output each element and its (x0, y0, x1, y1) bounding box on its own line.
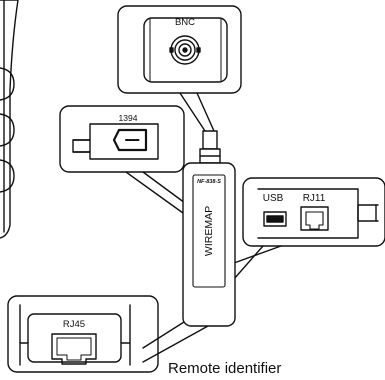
usb-port-icon (263, 211, 287, 227)
bnc-port-panel (143, 17, 228, 83)
remote-identifier-caption: Remote identifier (168, 360, 281, 377)
rj45-port-icon (51, 333, 97, 365)
firewire-port-icon (112, 128, 148, 152)
rj11-label: RJ11 (303, 193, 326, 204)
tester-button-1 (0, 67, 15, 101)
rj11-port-icon (300, 206, 329, 231)
device-model-label: NF-838-S (197, 179, 221, 185)
usb-rj11-callout (233, 177, 385, 280)
device-wiremap-label: WIREMAP (203, 206, 215, 256)
firewire-label: 1394 (119, 113, 138, 123)
rj45-label: RJ45 (63, 319, 85, 330)
main-tester-body-partial (0, 0, 19, 239)
bnc-callout (117, 5, 242, 132)
rj45-callout (7, 295, 209, 373)
firewire-callout (59, 105, 186, 214)
tester-button-3 (0, 159, 15, 193)
device-label-panel (192, 174, 226, 288)
bnc-plug-tip (202, 130, 218, 150)
remote-identifier-device (182, 130, 236, 327)
usb-label: USB (263, 193, 284, 204)
bnc-label: BNC (175, 17, 195, 28)
device-body (182, 162, 236, 327)
bnc-connector-icon (169, 35, 201, 65)
tester-button-2 (0, 113, 15, 147)
